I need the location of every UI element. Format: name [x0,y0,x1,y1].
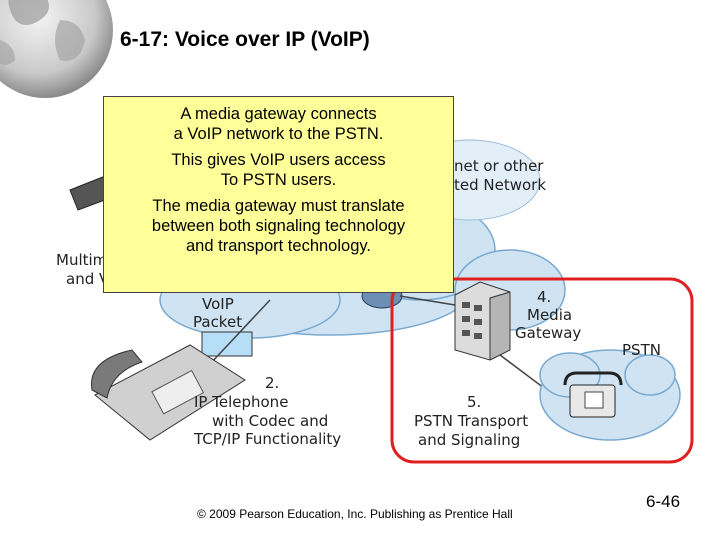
pstn-transport-line2: and Signaling [418,431,521,449]
pstn-transport-line1: PSTN Transport [414,412,529,430]
pstn-label: PSTN [622,341,661,359]
callout-line-1: A media gateway connects [180,105,377,123]
callout-text-2: This gives VoIP users access To PSTN use… [104,150,453,190]
callout-box: A media gateway connects a VoIP network … [103,96,454,293]
globe-icon [0,0,113,98]
gateway-label-number: 4. [537,288,552,306]
pstn-telephone-icon [563,371,623,418]
slide-title: 6-17: Voice over IP (VoIP) [120,28,370,51]
voip-packet-label-line1: VoIP [202,295,234,313]
callout-line-6: between both signaling technology [151,217,406,235]
multimedia-label-line1: Multim [56,251,108,269]
voip-packet-icon [201,331,253,357]
callout-line-3: This gives VoIP users access [171,151,386,169]
callout-line-5: The media gateway must translate [152,197,405,215]
page-number: 6-46 [646,492,681,511]
gateway-label-line2: Gateway [515,324,582,342]
callout-line-2: a VoIP network to the PSTN. [173,125,384,143]
phone-label-line1: IP Telephone [194,393,289,411]
copyright-footer: © 2009 Pearson Education, Inc. Publishin… [197,507,513,521]
pstn-highlight-box [390,277,694,464]
phone-label-line2: with Codec and [212,412,329,430]
media-gateway-server-icon [454,281,511,361]
callout-text-3: The media gateway must translate between… [104,196,453,256]
phone-label-number: 2. [265,374,280,392]
gateway-label-line1: Media [527,306,573,324]
multimedia-label-line2: and V [66,270,110,288]
voip-packet-label-line2: Packet [193,313,243,331]
phone-label-line3: TCP/IP Functionality [194,430,342,448]
callout-line-4: To PSTN users. [220,171,337,189]
ip-telephone-icon [91,344,246,441]
network-label-line1: net or other [454,157,544,175]
callout-line-7: and transport technology. [186,237,371,255]
pstn-transport-number: 5. [467,393,482,411]
callout-text-1: A media gateway connects a VoIP network … [104,104,453,144]
network-label-line2: ted Network [454,176,547,194]
